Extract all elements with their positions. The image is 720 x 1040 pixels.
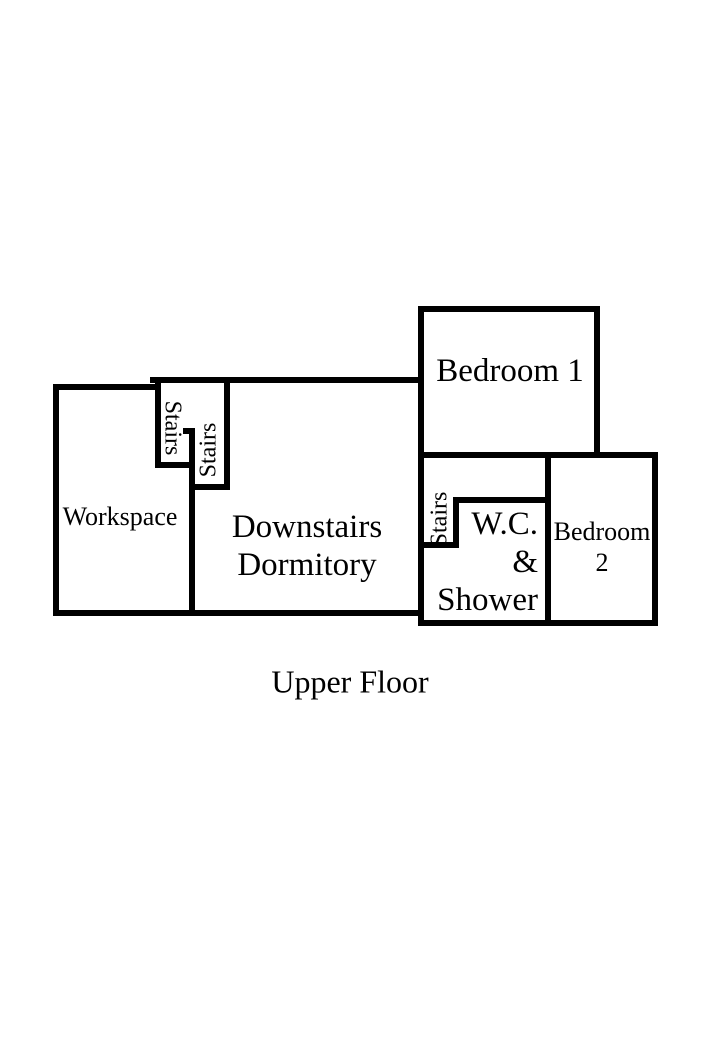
- stairs-flight2-text: Stairs: [195, 422, 222, 478]
- floor-plan-title: Upper Floor: [271, 664, 428, 701]
- wall-main-top: [150, 377, 424, 383]
- wall-workspace-dormitory-divider: [189, 428, 195, 616]
- wall-workspace-top: [53, 384, 161, 390]
- dormitory-label-line1: Downstairs: [231, 509, 383, 545]
- wall-wc-left: [453, 497, 459, 548]
- workspace-label-text: Workspace: [62, 502, 178, 531]
- bedroom1-label-text: Bedroom 1: [436, 353, 584, 389]
- wall-divider-top-stub: [183, 428, 195, 434]
- wall-left-bottom: [53, 610, 424, 616]
- wall-wc-bedroom2-divider: [545, 452, 551, 626]
- wc-label-line1: W.C.: [471, 506, 538, 542]
- wc-label-line3: Shower: [437, 582, 538, 618]
- wall-bedroom1-right: [594, 306, 600, 458]
- room-label-bedroom2: Bedroom 2: [554, 516, 651, 578]
- floor-plan-title-text: Upper Floor: [271, 663, 429, 700]
- stairs-label-flight2: Stairs: [196, 423, 223, 478]
- stairs-flight3-text: Stairs: [426, 491, 453, 547]
- room-label-bedroom1: Bedroom 1: [436, 352, 584, 390]
- wall-center-vertical: [418, 306, 424, 626]
- room-label-workspace: Workspace: [63, 502, 178, 532]
- stairs-label-flight1: Stairs: [159, 401, 186, 456]
- wall-right-section-bottom: [418, 620, 658, 626]
- wc-label-line2: &: [512, 544, 538, 580]
- wall-right-section-top: [418, 452, 658, 458]
- wall-stairs1-left: [155, 377, 161, 468]
- wall-bedroom1-top: [418, 306, 600, 312]
- stairs-flight1-text: Stairs: [159, 400, 186, 456]
- wall-stairs1-bottom: [155, 462, 195, 468]
- room-label-wc: W.C. & Shower: [437, 505, 538, 619]
- wall-stairs2-bottom: [189, 484, 230, 490]
- wall-wc-top: [453, 497, 551, 503]
- bedroom2-label-line1: Bedroom: [553, 517, 651, 546]
- bedroom2-label-line2: 2: [595, 548, 609, 577]
- stairs-label-flight3: Stairs: [427, 492, 454, 547]
- wall-right-outer: [652, 452, 658, 626]
- wall-left-outer: [53, 384, 59, 616]
- wall-wc-step: [418, 542, 459, 548]
- dormitory-label-line2: Dormitory: [237, 547, 377, 583]
- room-label-dormitory: Downstairs Dormitory: [232, 508, 382, 584]
- wall-stairs2-right: [224, 377, 230, 490]
